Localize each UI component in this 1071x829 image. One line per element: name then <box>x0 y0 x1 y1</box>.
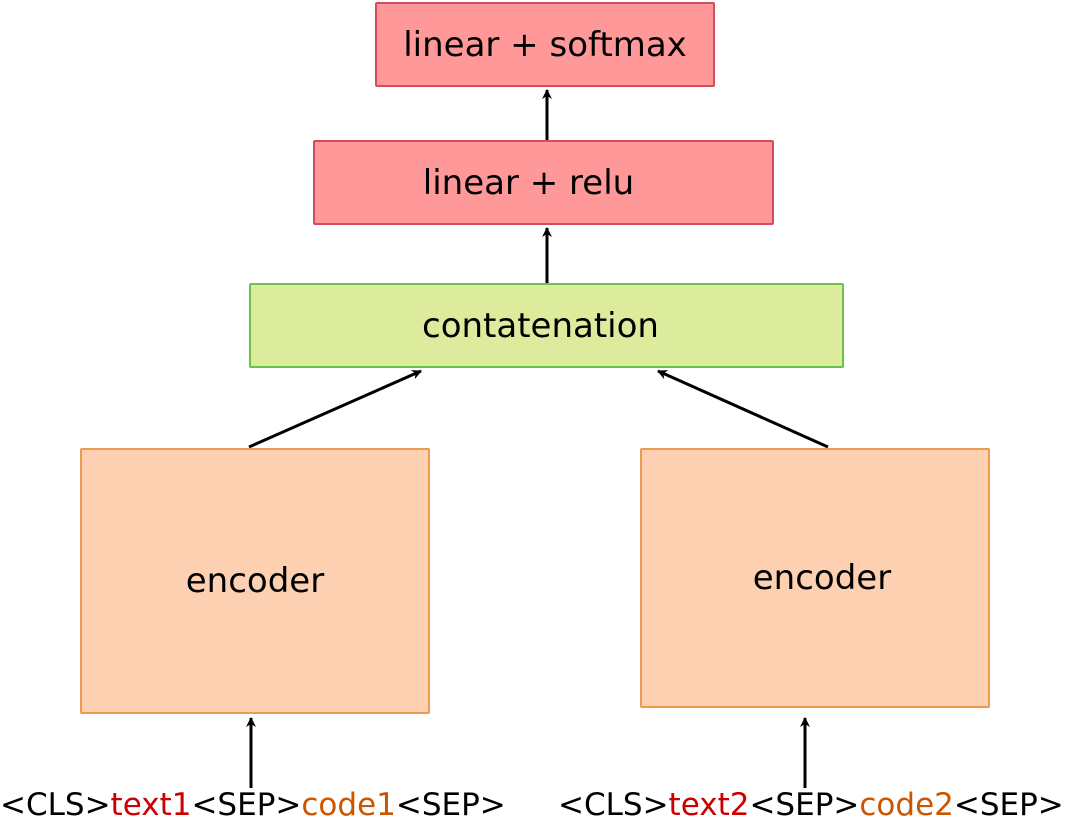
linear-softmax-box: linear + softmax <box>375 2 715 87</box>
code-token: code2 <box>859 787 954 823</box>
linear-relu-box: linear + relu <box>313 140 774 225</box>
cls-token: <CLS> <box>0 787 111 823</box>
linear-softmax-label: linear + softmax <box>403 24 687 65</box>
concatenation-label: contatenation <box>422 305 659 346</box>
text-token: text1 <box>110 787 192 823</box>
encoder-left-label: encoder <box>185 561 325 601</box>
text-token: text2 <box>668 787 750 823</box>
sep-token: <SEP> <box>395 787 506 823</box>
sep-token: <SEP> <box>953 787 1064 823</box>
encoder-right-label: encoder <box>752 558 892 598</box>
concatenation-box: contatenation <box>249 283 844 368</box>
encoder-left-box: encoder <box>80 448 430 714</box>
sep-token: <SEP> <box>191 787 302 823</box>
linear-relu-label: linear + relu <box>422 162 635 203</box>
input-sequence-right: <CLS>text2<SEP>code2<SEP> <box>558 781 1064 829</box>
sep-token: <SEP> <box>749 787 860 823</box>
code-token: code1 <box>301 787 396 823</box>
input-sequence-left: <CLS>text1<SEP>code1<SEP> <box>0 781 506 829</box>
cls-token: <CLS> <box>558 787 669 823</box>
arrow-encoder-left-to-concat <box>248 369 422 449</box>
encoder-right-box: encoder <box>640 448 990 708</box>
arrow-encoder-right-to-concat <box>657 369 829 449</box>
